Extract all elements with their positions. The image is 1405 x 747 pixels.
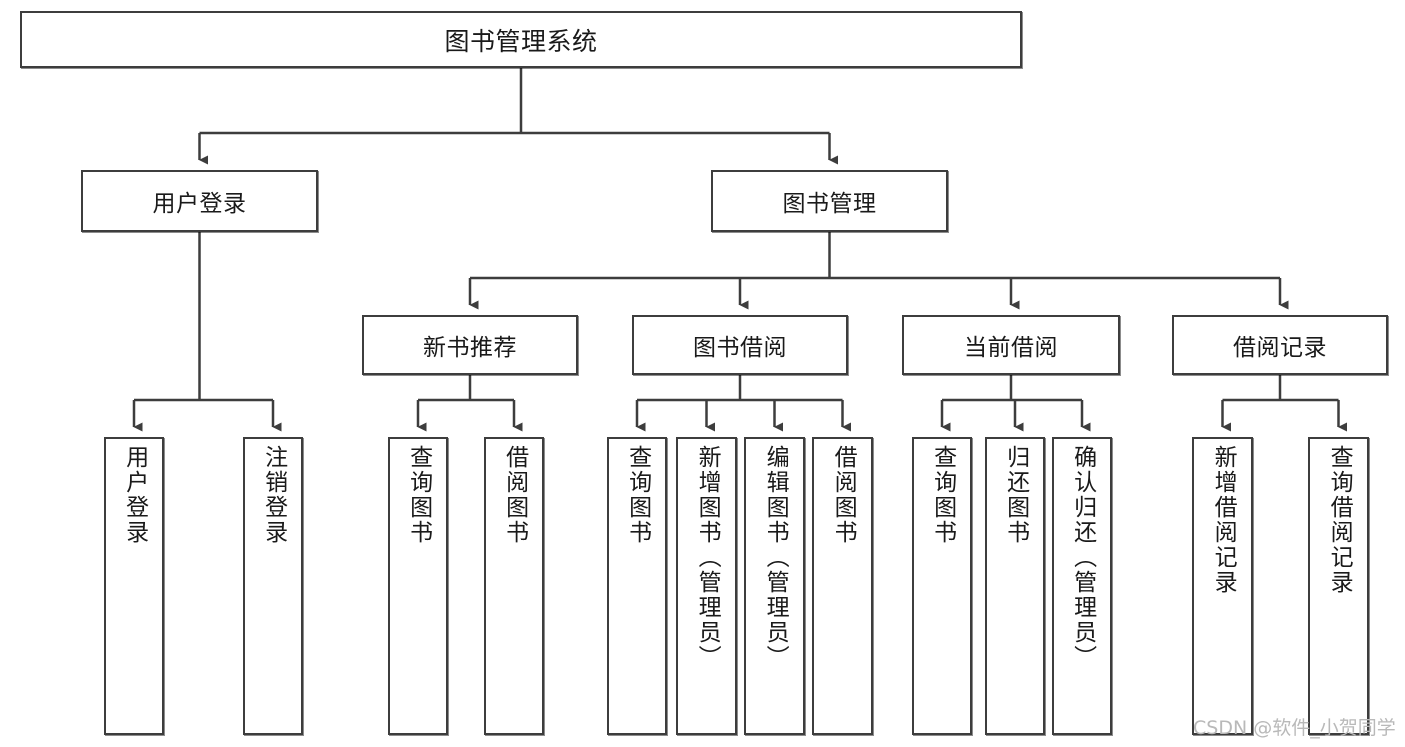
- node-f1[interactable]: 用户登录: [104, 437, 164, 735]
- node-label: 查询图书: [405, 445, 432, 545]
- node-l3a[interactable]: 新书推荐: [362, 315, 578, 375]
- node-l3b[interactable]: 图书借阅: [632, 315, 848, 375]
- node-label: 借阅记录: [1233, 335, 1327, 361]
- node-label: 确认归还（管理员）: [1069, 445, 1096, 670]
- node-label: 用户登录: [152, 191, 247, 217]
- node-f9[interactable]: 查询图书: [912, 437, 972, 735]
- node-label: 查询图书: [624, 445, 651, 545]
- node-label: 查询图书: [929, 445, 956, 545]
- node-f7[interactable]: 编辑图书（管理员）: [744, 437, 805, 735]
- node-f2[interactable]: 注销登录: [243, 437, 303, 735]
- node-f8[interactable]: 借阅图书: [812, 437, 873, 735]
- node-label: 新增借阅记录: [1210, 445, 1237, 595]
- node-label: 新书推荐: [423, 335, 517, 361]
- node-label: 图书管理系统: [444, 26, 598, 56]
- node-label: 图书借阅: [693, 335, 787, 361]
- node-label: 查询借阅记录: [1326, 445, 1353, 595]
- node-f13[interactable]: 查询借阅记录: [1308, 437, 1369, 735]
- node-l3c[interactable]: 当前借阅: [902, 315, 1120, 375]
- node-label: 归还图书: [1002, 445, 1029, 545]
- node-label: 注销登录: [260, 445, 287, 545]
- node-f3[interactable]: 查询图书: [388, 437, 448, 735]
- node-f11[interactable]: 确认归还（管理员）: [1052, 437, 1112, 735]
- node-label: 编辑图书（管理员）: [762, 445, 789, 670]
- node-label: 当前借阅: [964, 335, 1058, 361]
- node-label: 借阅图书: [830, 445, 857, 545]
- node-l2b[interactable]: 图书管理: [711, 170, 948, 232]
- node-label: 用户登录: [121, 445, 148, 545]
- node-l2a[interactable]: 用户登录: [81, 170, 318, 232]
- node-f5[interactable]: 查询图书: [607, 437, 667, 735]
- node-f6[interactable]: 新增图书（管理员）: [676, 437, 737, 735]
- node-f4[interactable]: 借阅图书: [484, 437, 544, 735]
- node-l3d[interactable]: 借阅记录: [1172, 315, 1388, 375]
- node-label: 图书管理: [782, 191, 877, 217]
- node-label: 新增图书（管理员）: [694, 445, 721, 670]
- node-f10[interactable]: 归还图书: [985, 437, 1045, 735]
- node-root[interactable]: 图书管理系统: [20, 11, 1022, 68]
- node-label: 借阅图书: [501, 445, 528, 545]
- watermark-label: CSDN @软件_小贺同学: [1193, 717, 1396, 739]
- node-f12[interactable]: 新增借阅记录: [1192, 437, 1253, 735]
